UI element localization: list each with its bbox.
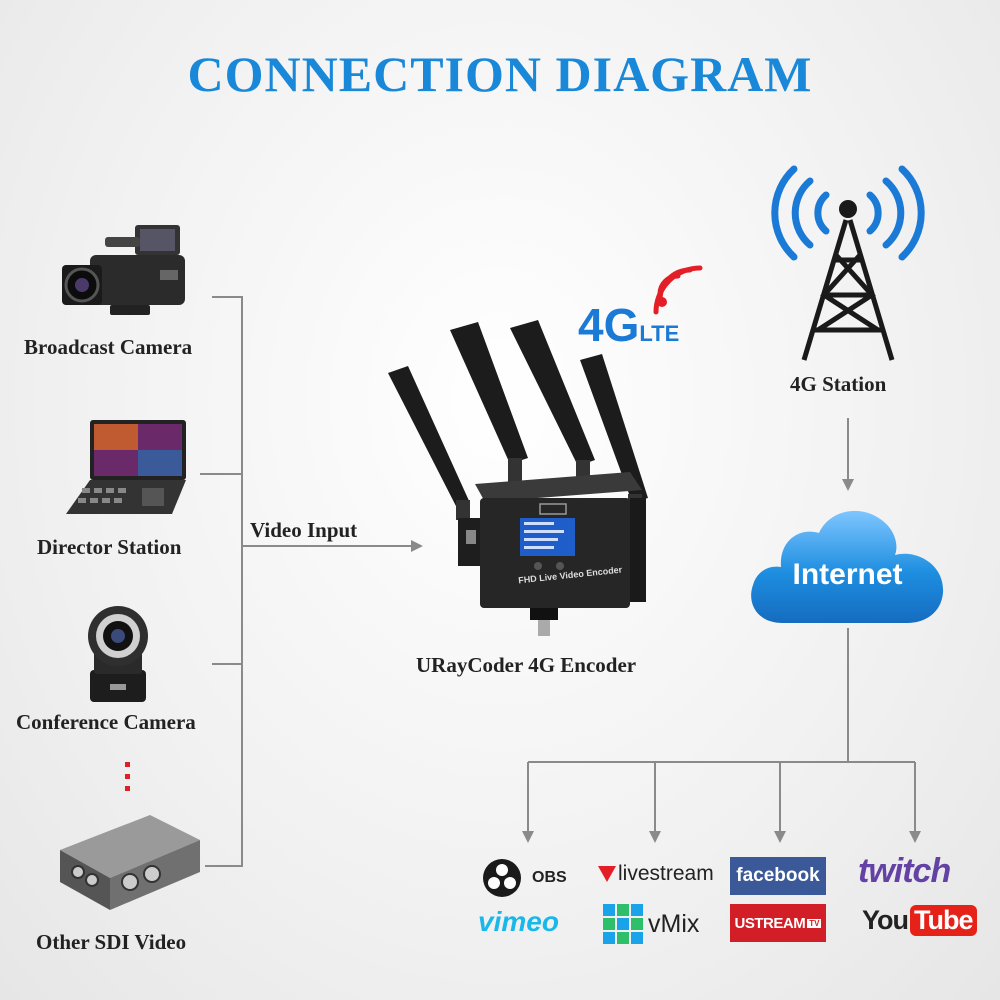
source-label-conference-camera: Conference Camera	[16, 710, 196, 734]
internet-label: Internet	[792, 558, 903, 591]
internet-cloud-icon	[751, 510, 944, 623]
platform-twitch: twitch	[858, 852, 951, 890]
platform-youtube: You Tube	[862, 905, 977, 936]
source-label-sdi-video: Other SDI Video	[36, 930, 187, 954]
obs-text: OBS	[532, 869, 567, 886]
director-station-icon	[66, 420, 186, 514]
livestream-logo-icon	[598, 866, 616, 882]
platform-livestream: livestream	[598, 862, 714, 886]
lte-badge: 4GLTE	[578, 298, 679, 352]
encoder-device-icon	[388, 320, 648, 636]
ustream-tv-text: TV	[807, 918, 822, 928]
platform-facebook: facebook	[730, 857, 826, 895]
youtube-you-text: You	[862, 905, 909, 935]
lte-signal-icon	[653, 265, 703, 315]
livestream-text: livestream	[618, 862, 714, 885]
source-label-broadcast-camera: Broadcast Camera	[24, 335, 193, 359]
video-input-label: Video Input	[250, 518, 358, 542]
vmix-logo-icon	[603, 904, 643, 944]
platform-vmix: vMix	[603, 904, 699, 944]
station-label: 4G Station	[790, 372, 887, 396]
lte-badge-4g: 4G	[578, 299, 640, 351]
encoder-label: URayCoder 4G Encoder	[416, 653, 637, 677]
youtube-tube-text: Tube	[910, 905, 977, 936]
more-sources-dots-icon	[125, 762, 130, 791]
vmix-text: vMix	[648, 909, 700, 938]
lte-badge-lte: LTE	[639, 321, 680, 346]
ustream-text: USTREAM	[734, 914, 806, 932]
broadcast-camera-icon	[62, 225, 185, 315]
cell-tower-icon	[771, 165, 925, 361]
conference-camera-icon	[88, 606, 148, 702]
source-label-director-station: Director Station	[37, 535, 182, 559]
platform-vimeo: vimeo	[478, 906, 559, 937]
obs-logo-icon	[483, 859, 521, 897]
sdi-video-icon	[60, 815, 200, 910]
page-title: CONNECTION DIAGRAM	[187, 46, 813, 102]
source-bracket-line	[205, 296, 243, 867]
platform-ustream: USTREAM TV	[730, 904, 826, 942]
platform-obs: OBS	[482, 858, 567, 898]
